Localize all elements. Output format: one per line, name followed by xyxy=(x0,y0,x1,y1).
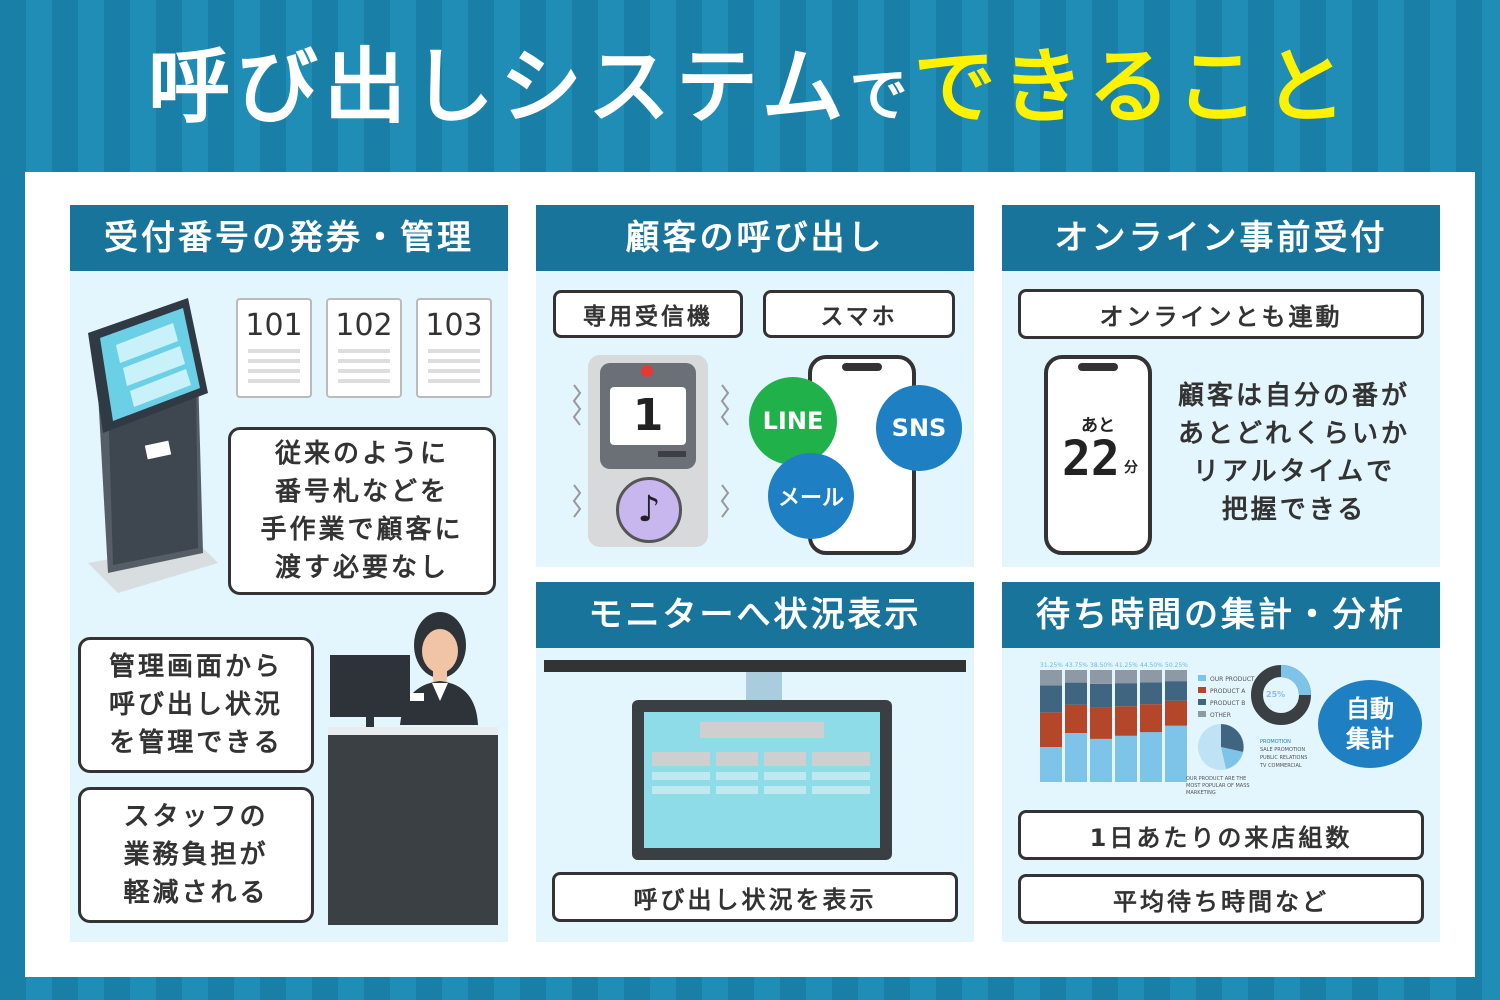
bar-segment xyxy=(1165,670,1187,682)
phone-unit: 分 xyxy=(1124,460,1138,476)
bar-segment xyxy=(1040,747,1062,782)
bar-segment xyxy=(1090,707,1112,739)
percent-label: 44.50% xyxy=(1140,662,1163,669)
pie-chart xyxy=(1198,724,1244,770)
receiver-number: 1 xyxy=(610,387,686,445)
page-title: 呼び出しシステムでできること xyxy=(0,38,1500,145)
percent-row: 31.25%43.75%38.50%41.25%44.50%50.25% xyxy=(1040,662,1200,672)
bar-segment xyxy=(1140,704,1162,733)
panel-ticket-issue: 受付番号の発券・管理 101 102 103 従来のように 番号札などを 手作業… xyxy=(70,205,508,942)
donut-label: 25% xyxy=(1266,690,1286,699)
bar-segment xyxy=(1065,670,1087,683)
bar-segment xyxy=(1115,706,1137,736)
bar-segment xyxy=(1140,732,1162,782)
mail-bubble: メール xyxy=(768,453,854,539)
bar-segment xyxy=(1115,670,1137,684)
bar-segment xyxy=(1090,683,1112,708)
ticket-101: 101 xyxy=(236,298,312,398)
panel-online-reception: オンライン事前受付 オンラインとも連動 あと 22 分 顧客は自分の番が あとど… xyxy=(1002,205,1440,567)
chart-notes: PROMOTION SALE PROMOTION PUBLIC RELATION… xyxy=(1260,739,1308,769)
online-description: 顧客は自分の番が あとどれくらいか リアルタイムで 把握できる xyxy=(1177,381,1410,525)
panel-heading: 顧客の呼び出し xyxy=(536,205,974,271)
legend-product-b: PRODUCT B xyxy=(1210,700,1246,707)
stacked-bar-chart xyxy=(1040,670,1187,782)
tag-smartphone: スマホ xyxy=(763,290,955,338)
percent-label: 31.25% xyxy=(1040,662,1063,669)
tag-online-link: オンラインとも連動 xyxy=(1018,289,1424,339)
bar-segment xyxy=(1165,700,1187,726)
legend-our-product: OUR PRODUCT xyxy=(1210,676,1255,683)
bar-segment xyxy=(1115,683,1137,707)
bar-segment xyxy=(1140,682,1162,705)
bar-segment xyxy=(1115,735,1137,782)
box-reduce-burden: スタッフの 業務負担が 軽減される xyxy=(78,787,314,923)
waiting-phone: あと 22 分 xyxy=(1044,355,1152,555)
vibration-marks xyxy=(572,384,730,518)
receiver-device: 1 ♪ xyxy=(588,355,708,547)
panel-customer-call: 顧客の呼び出し 専用受信機 スマホ 1 ♪ LINE SNS メール xyxy=(536,205,974,567)
bar-segment xyxy=(1165,725,1187,782)
tag-daily-visits: 1日あたりの来店組数 xyxy=(1018,810,1424,860)
chart-legend: OUR PRODUCT PRODUCT A PRODUCT B OTHER xyxy=(1198,674,1255,722)
panel-monitor-display: モニターへ状況表示 呼び出し状況を表示 xyxy=(536,582,974,942)
percent-label: 41.25% xyxy=(1115,662,1138,669)
phone-minutes: 22 xyxy=(1062,431,1120,487)
staff-illustration xyxy=(328,612,498,925)
bar-segment xyxy=(1065,704,1087,733)
tag-avg-wait: 平均待ち時間など xyxy=(1018,874,1424,924)
box-manage-status: 管理画面から 呼び出し状況 を管理できる xyxy=(78,637,314,773)
panel-heading: 受付番号の発券・管理 xyxy=(70,205,508,271)
panel-wait-analysis: 待ち時間の集計・分析 31.25%43.75%38.50%41.25%44.50… xyxy=(1002,582,1440,942)
percent-label: 43.75% xyxy=(1065,662,1088,669)
legend-other: OTHER xyxy=(1210,712,1231,719)
bar-segment xyxy=(1065,733,1087,782)
tag-display-status: 呼び出し状況を表示 xyxy=(552,872,958,922)
bar-segment xyxy=(1140,670,1162,683)
panel-heading: モニターへ状況表示 xyxy=(536,582,974,648)
kiosk-illustration xyxy=(88,298,218,593)
bar-segment xyxy=(1165,681,1187,701)
music-note-icon: ♪ xyxy=(616,477,682,543)
monitor-illustration xyxy=(544,660,966,860)
title-part-2: で xyxy=(849,61,914,129)
sns-bubble: SNS xyxy=(876,385,962,471)
bar-segment xyxy=(1040,712,1062,747)
percent-label: 50.25% xyxy=(1165,662,1188,669)
auto-aggregate-bubble: 自動 集計 xyxy=(1318,680,1422,768)
bar-segment xyxy=(1090,738,1112,782)
bar-segment xyxy=(1065,682,1087,705)
title-part-1: 呼び出しシステム xyxy=(148,40,850,135)
bar-segment xyxy=(1090,670,1112,684)
panel-heading: オンライン事前受付 xyxy=(1002,205,1440,271)
line-bubble: LINE xyxy=(749,377,837,465)
box-no-manual-handout: 従来のように 番号札などを 手作業で顧客に 渡す必要なし xyxy=(228,427,496,595)
panel-heading: 待ち時間の集計・分析 xyxy=(1002,582,1440,648)
donut-chart xyxy=(1251,665,1311,725)
tag-dedicated-receiver: 専用受信機 xyxy=(553,290,743,338)
ticket-103: 103 xyxy=(416,298,492,398)
ticket-102: 102 xyxy=(326,298,402,398)
bar-segment xyxy=(1040,685,1062,713)
pie-caption: OUR PRODUCT ARE THE MOST POPULAR OF MASS… xyxy=(1186,776,1250,796)
title-part-3: できること xyxy=(913,40,1352,135)
bar-segment xyxy=(1040,670,1062,686)
legend-product-a: PRODUCT A xyxy=(1210,688,1246,695)
percent-label: 38.50% xyxy=(1090,662,1113,669)
phone-prefix: あと xyxy=(1081,416,1115,436)
